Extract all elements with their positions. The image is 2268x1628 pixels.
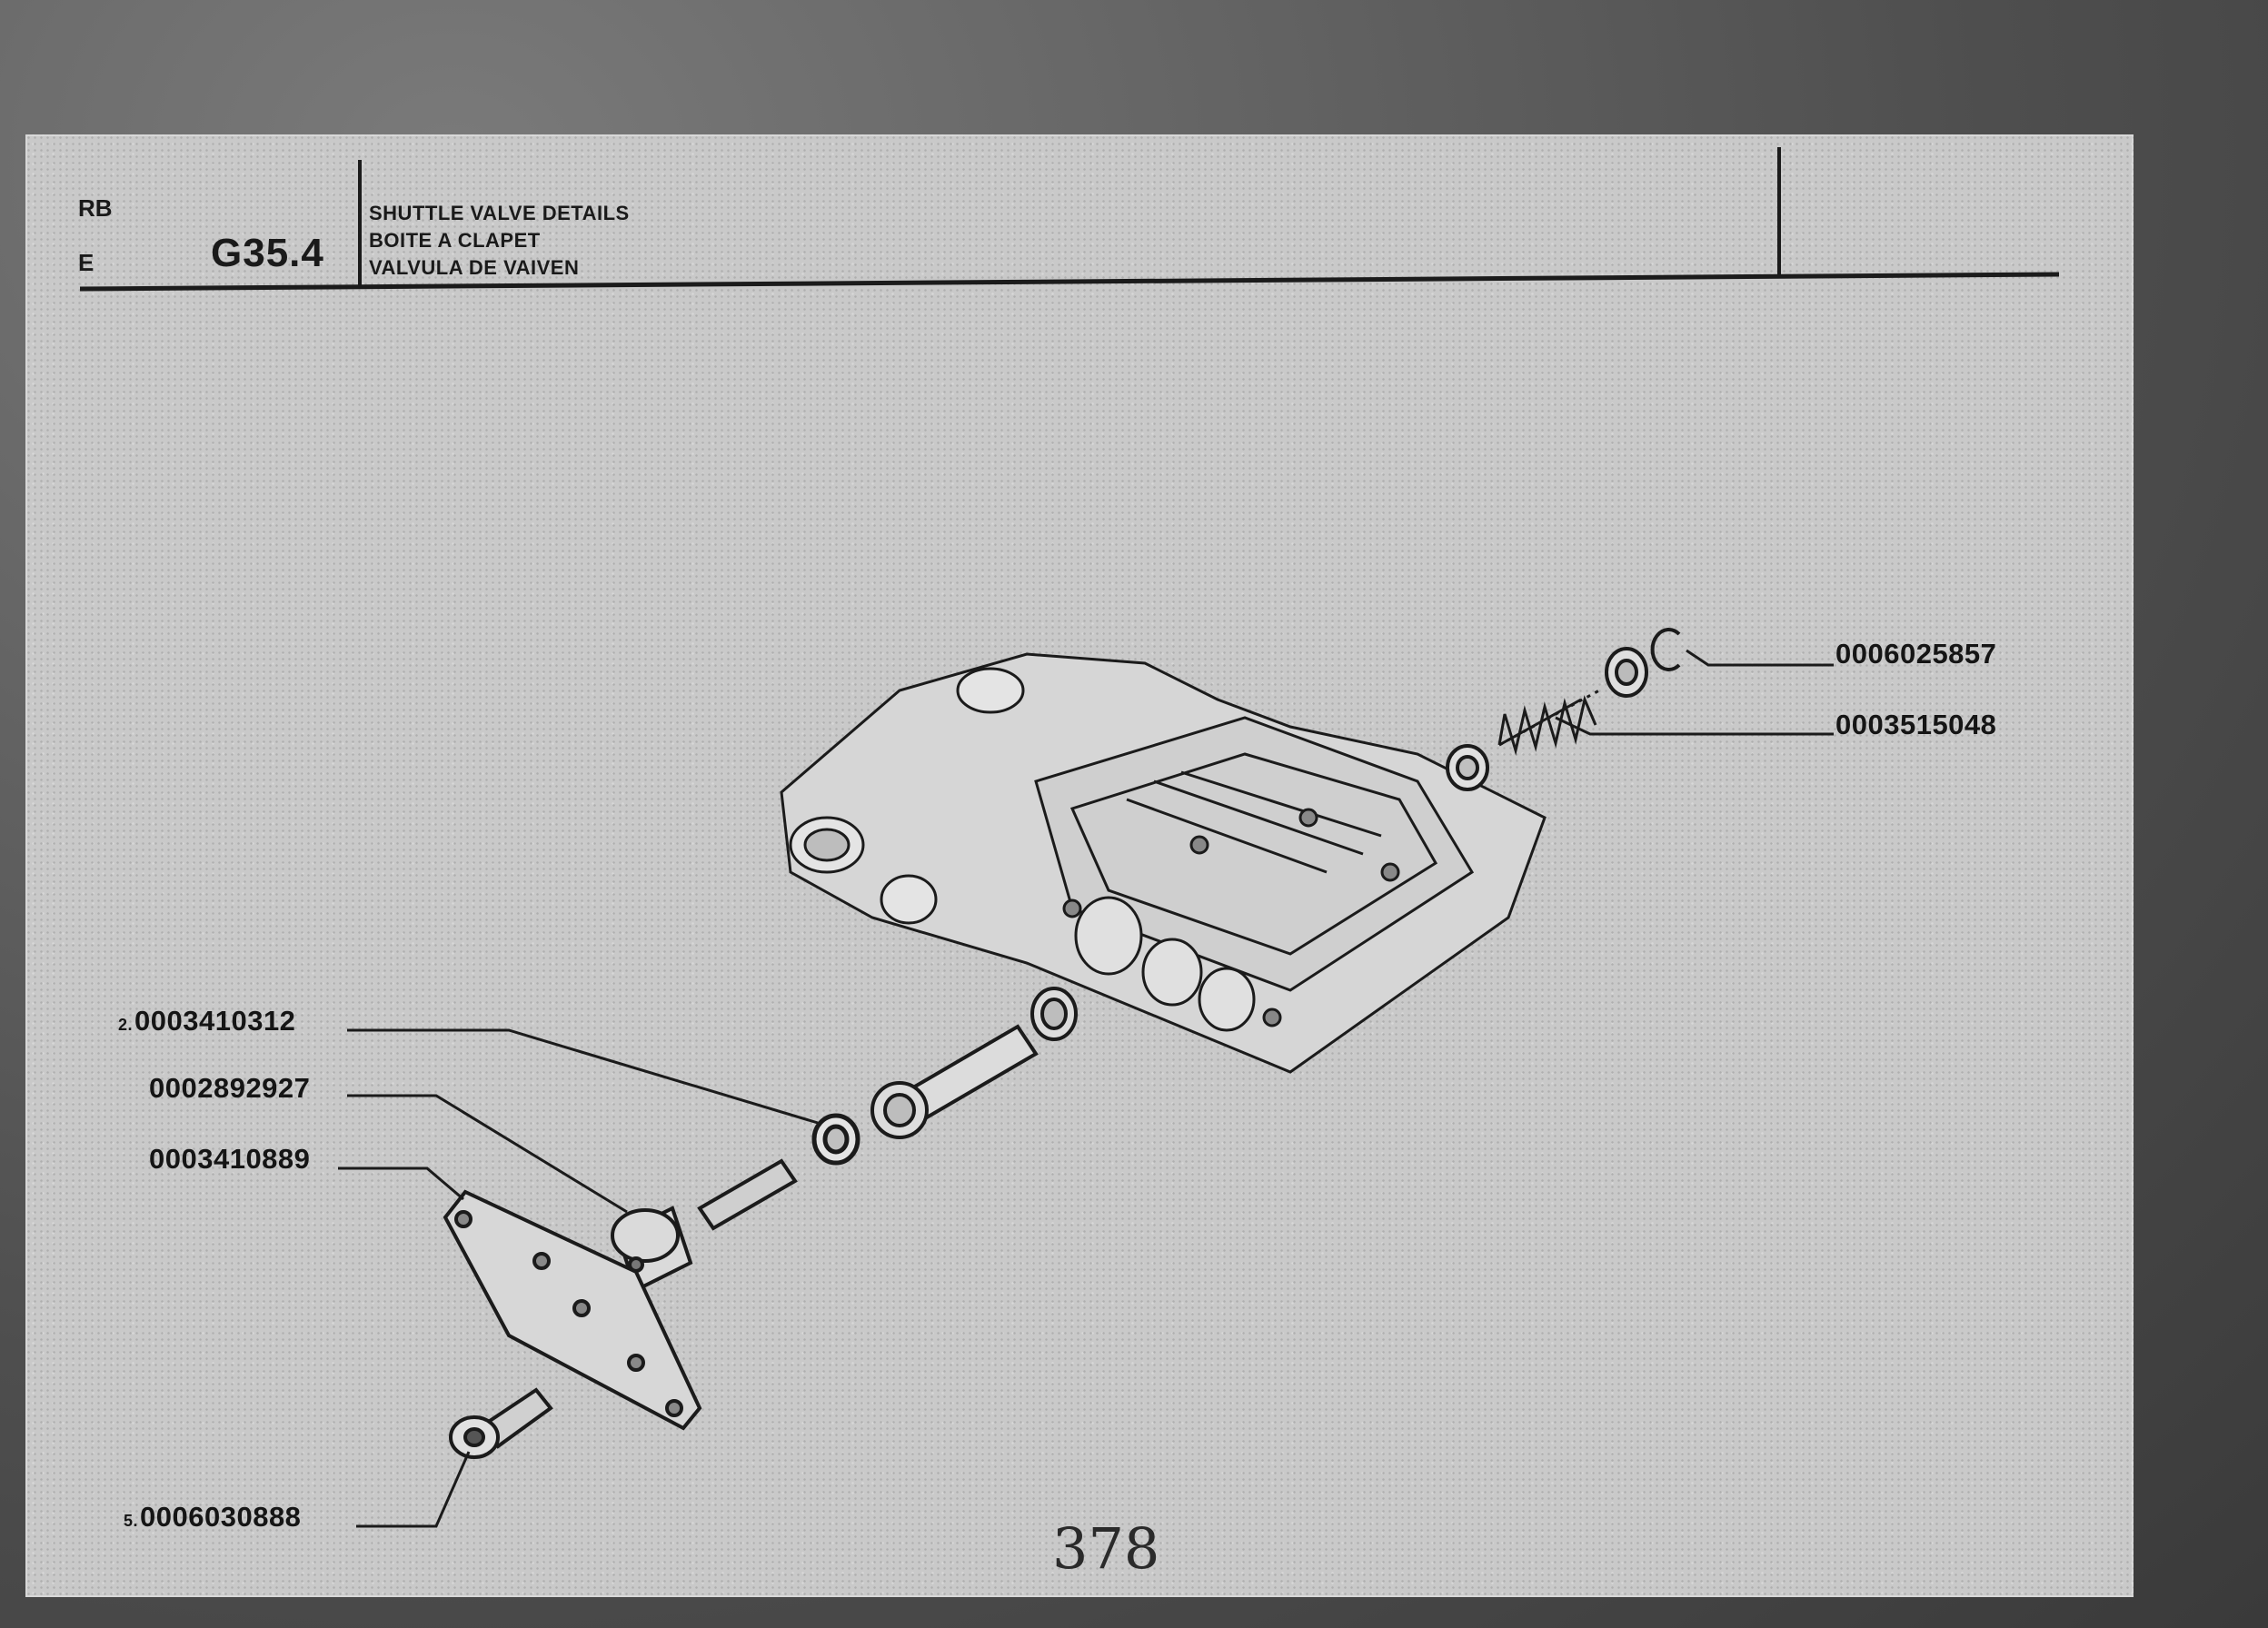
- part-label-spring: 0003515048: [1834, 709, 1996, 741]
- part-number: 0002892927: [149, 1072, 311, 1104]
- part-label-cover-plate: 0003410889: [147, 1143, 310, 1176]
- shuttle-valve-spool: [870, 1024, 1039, 1139]
- part-number: 0006030888: [140, 1501, 302, 1533]
- part-quantity: 2.: [118, 1016, 134, 1034]
- o-ring-seal: [811, 1113, 860, 1166]
- part-quantity: 5.: [124, 1512, 139, 1530]
- spring: [1497, 689, 1600, 756]
- part-number: 0006025857: [1835, 638, 1997, 670]
- leader-line-o-ring: [347, 1028, 819, 1125]
- part-number: 0003410889: [149, 1143, 311, 1175]
- page-number: 378: [1052, 1515, 1160, 1582]
- dowel-pin: [697, 1158, 798, 1231]
- description-spanish: VALVULA DE VAIVEN: [369, 256, 580, 279]
- cover-plate: [443, 1189, 702, 1431]
- language-code-bottom: E: [78, 249, 94, 276]
- plug: [1446, 744, 1489, 791]
- header-rule: [79, 272, 2060, 292]
- part-label-circlip: 0006025857: [1834, 638, 1996, 670]
- language-code-top: RB: [78, 194, 113, 222]
- circlip: [1650, 628, 1681, 671]
- plate-number: G35.4: [211, 231, 324, 275]
- part-label-bolt: 5.0006030888: [124, 1501, 301, 1534]
- leader-line-cover-plate: [338, 1166, 464, 1201]
- socket-head-bolt: [449, 1387, 553, 1459]
- valve-body-housing: [780, 652, 1547, 1074]
- leader-line-spring: [1555, 716, 1834, 736]
- description-french: BOITE A CLAPET: [369, 229, 541, 252]
- leader-line-circlip: [1686, 649, 1834, 667]
- part-label-cap-plug: 0002892927: [147, 1072, 310, 1105]
- leader-line-cap-plug: [347, 1094, 628, 1214]
- cap-plug: [611, 1206, 693, 1293]
- part-number: 0003515048: [1835, 709, 1997, 740]
- sleeve: [1030, 987, 1078, 1041]
- leader-line-bolt: [356, 1451, 471, 1528]
- part-label-o-ring: 2.0003410312: [118, 1005, 295, 1037]
- part-number: 0003410312: [134, 1005, 296, 1037]
- description-english: SHUTTLE VALVE DETAILS: [369, 202, 630, 224]
- spring-seat: [1605, 647, 1648, 698]
